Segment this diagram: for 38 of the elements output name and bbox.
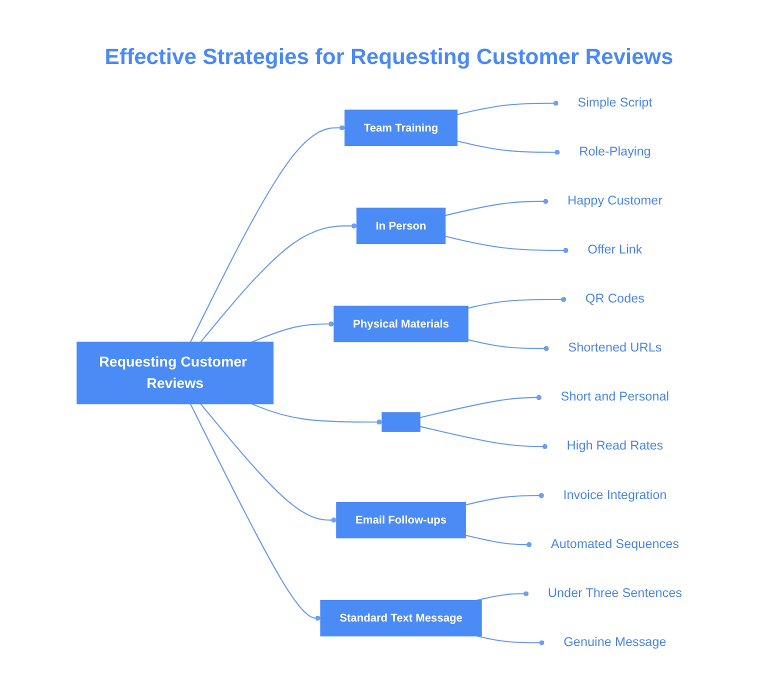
node-box xyxy=(382,412,420,432)
connector xyxy=(465,492,544,506)
node-text: Shortened URLs xyxy=(568,341,662,355)
node-text: QR Codes xyxy=(585,292,644,306)
connector xyxy=(190,125,345,342)
connector xyxy=(465,534,532,548)
connector xyxy=(190,404,321,621)
connector xyxy=(468,339,550,352)
connector xyxy=(476,591,529,601)
node-text: Happy Customer xyxy=(567,194,662,208)
node-box: Team Training xyxy=(344,110,458,146)
connector xyxy=(476,635,545,646)
connector xyxy=(251,403,382,425)
node-box: Email Follow-ups xyxy=(336,502,466,538)
connector xyxy=(445,198,548,216)
node-text: High Read Rates xyxy=(566,439,664,453)
node-text: Genuine Message xyxy=(564,636,666,650)
connector xyxy=(456,140,560,155)
connector xyxy=(251,321,334,343)
connector xyxy=(445,236,569,254)
node-box: Standard Text Message xyxy=(320,600,482,636)
node-text: Invoice Integration xyxy=(563,488,667,502)
node-text: Role-Playing xyxy=(579,145,651,159)
title: Effective Strategies for Requesting Customer Reviews xyxy=(104,43,674,71)
node-text: Offer Link xyxy=(588,243,642,257)
node-text: Under Three Sentences xyxy=(548,586,682,600)
node-text: Automated Sequences xyxy=(550,538,679,551)
node-text: Simple Script xyxy=(578,96,652,110)
connector xyxy=(456,100,559,116)
connector xyxy=(200,403,337,523)
node-box: In Person xyxy=(356,208,446,244)
node-box: Physical Materials xyxy=(334,306,468,342)
connector xyxy=(200,223,357,343)
node-text: Short and Personal xyxy=(560,390,670,404)
connector xyxy=(420,394,542,418)
connector xyxy=(468,296,566,309)
node-box: Requesting Customer Reviews xyxy=(76,342,274,404)
connector xyxy=(420,426,548,450)
